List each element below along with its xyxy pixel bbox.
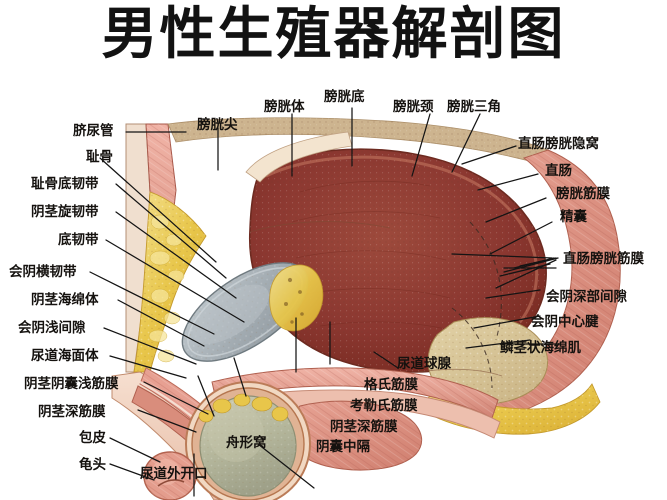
label-deep-penile-fascia-left: 阴茎深筋膜: [38, 404, 106, 420]
pelvis-cross-section: [111, 117, 621, 500]
label-bucks-fascia: 格氏筋膜: [364, 377, 418, 393]
label-corpus-spongiosum: 尿道海面体: [31, 348, 99, 364]
label-transverse-perineal-lig: 会阴横韧带: [9, 264, 77, 280]
label-deep-penile-fascia: 阴茎深筋膜: [330, 419, 398, 435]
label-penile-suspensory-lig: 阴茎旋韧带: [31, 204, 99, 220]
label-seminal-vesicle: 精囊: [560, 209, 587, 225]
label-bladder-trigone: 膀胱三角: [447, 99, 501, 115]
label-deep-perineal-space: 会阴深部间隙: [546, 289, 627, 305]
label-bulbospongiosus: 鳞茎状海绵肌: [500, 340, 581, 356]
label-scrotal-septum: 阴囊中隔: [316, 439, 370, 455]
label-perineal-body: 会阴中心腱: [531, 314, 599, 330]
label-bladder-body: 膀胱体: [264, 99, 305, 115]
label-bladder-fundus: 膀胱底: [324, 89, 365, 105]
label-bladder-neck: 膀胱颈: [393, 99, 434, 115]
label-penile-scrotal-fascia: 阴茎阴囊浅筋膜: [24, 376, 119, 392]
label-urachus: 脐尿管: [73, 123, 114, 139]
label-corpus-cavernosum: 阴茎海绵体: [31, 292, 99, 308]
label-prepuce: 包皮: [79, 430, 106, 446]
glans-penis: [143, 451, 197, 500]
label-glans: 龟头: [79, 457, 106, 473]
label-vesical-fascia: 膀胱筋膜: [556, 186, 610, 202]
label-bladder-apex: 膀胱尖: [197, 117, 238, 133]
page-title: 男性生殖器解剖图: [101, 2, 566, 67]
label-rectum: 直肠: [545, 163, 572, 179]
leader-lines: [89, 107, 561, 497]
scrotum-testis: [185, 381, 311, 500]
label-rectovesical-fascia: 直肠膀胱筋膜: [563, 251, 644, 267]
label-pubic-ligament: 耻骨底韧带: [31, 176, 99, 192]
label-fundiform-ligament: 底韧带: [58, 232, 99, 248]
label-rectovesical-pouch: 直肠膀胱隐窝: [518, 136, 599, 152]
label-superficial-perineal-pouch: 会阴浅间隙: [18, 320, 86, 336]
label-external-urethral-orifice: 尿道外开口: [140, 466, 208, 482]
label-pubis: 耻骨: [86, 149, 113, 165]
label-navicular-fossa: 舟形窝: [226, 435, 267, 451]
label-colles-fascia: 考勒氏筋膜: [350, 398, 418, 414]
label-bulbourethral-gland: 尿道球腺: [397, 356, 451, 372]
anatomy-illustration: [0, 72, 667, 500]
